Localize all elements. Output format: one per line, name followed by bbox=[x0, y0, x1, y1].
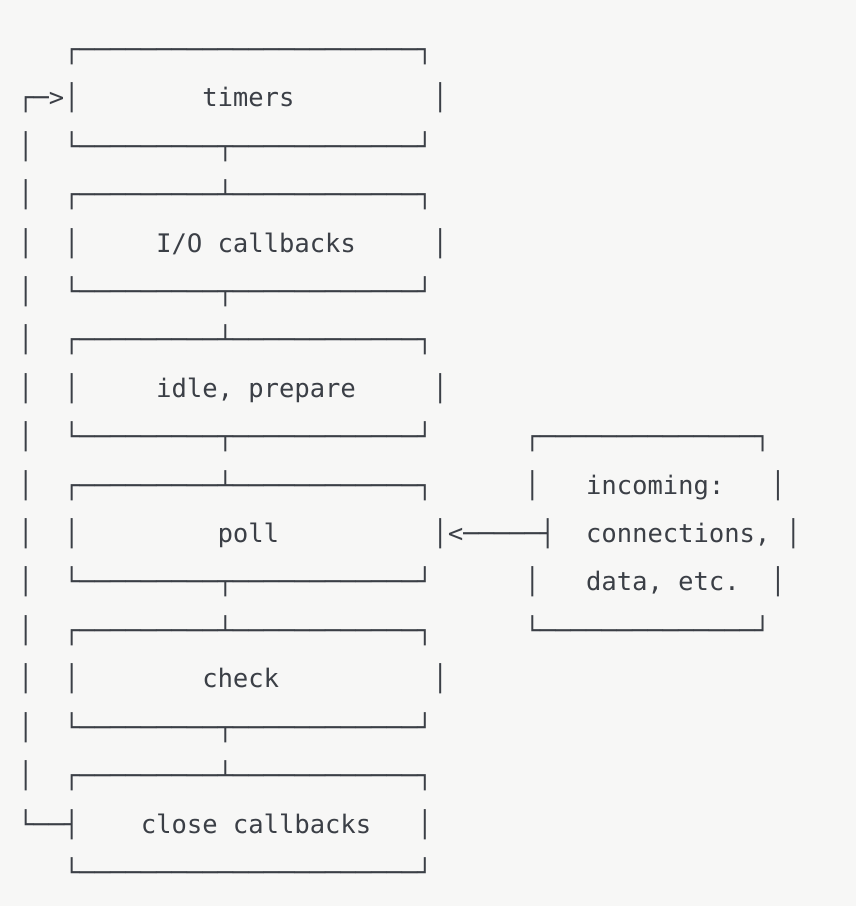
ascii-art-event-loop: ┌──────────────────────┐ ┌─>│ timers │ │… bbox=[18, 35, 801, 888]
